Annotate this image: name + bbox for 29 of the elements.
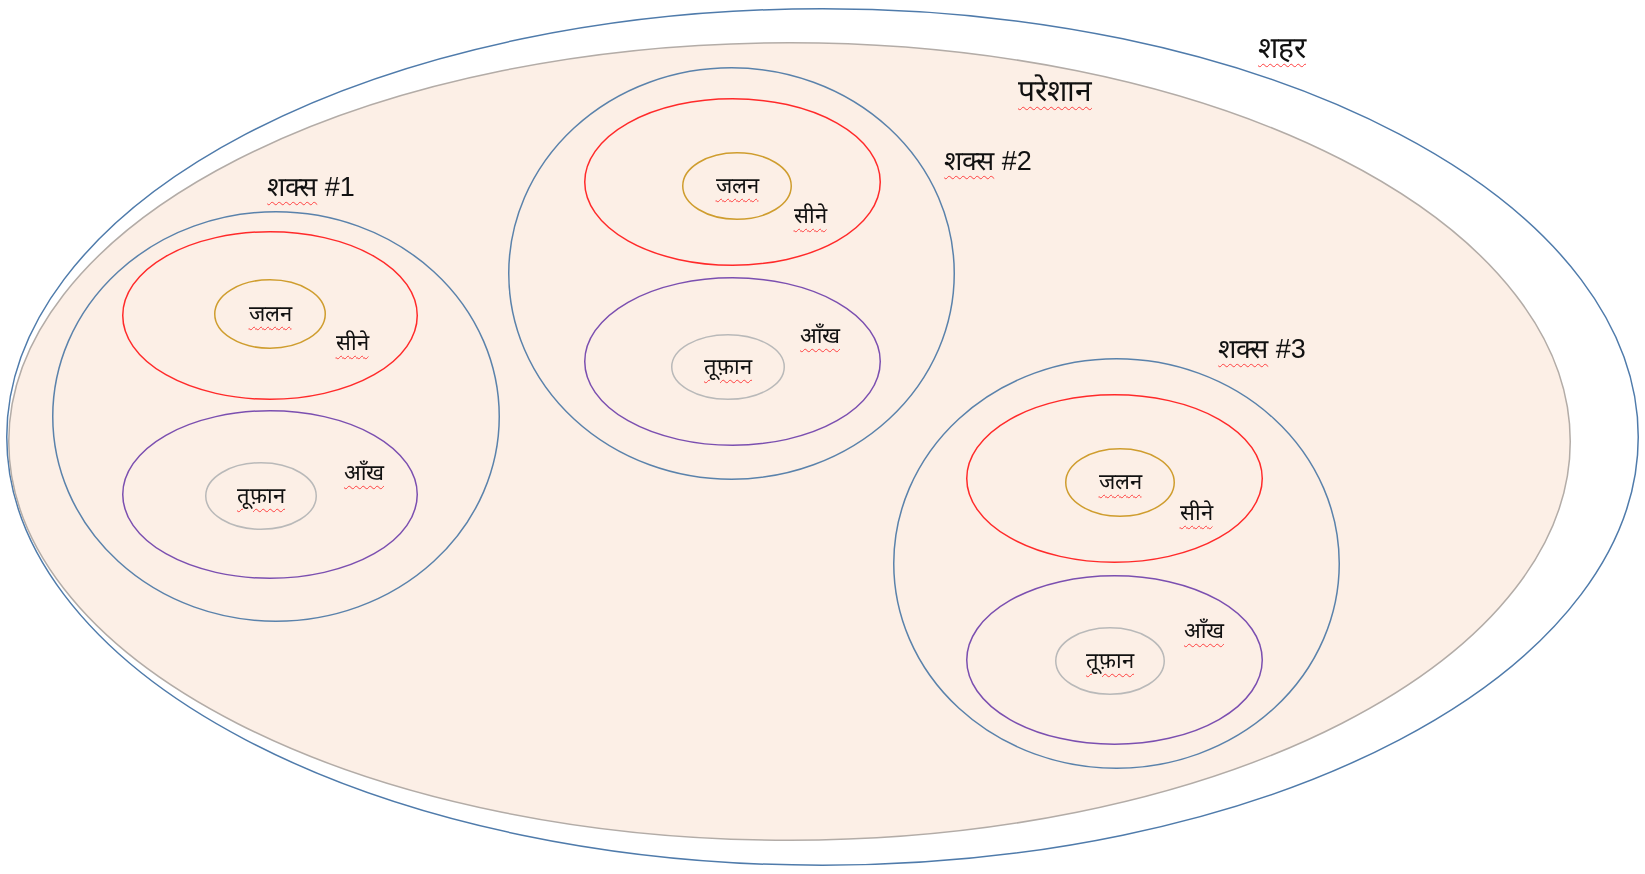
inner-ellipse: [671, 334, 785, 400]
region-label: परेशान: [1018, 72, 1092, 109]
eye-ellipse: [584, 277, 881, 446]
chest-ellipse: [966, 394, 1263, 563]
ellipse-label: जलन: [715, 171, 759, 200]
inner-ellipse: [1055, 627, 1165, 695]
inner-ellipse: [214, 279, 326, 349]
ellipse-label: तूफ़ान: [1086, 646, 1134, 676]
ellipse-label: आँख: [800, 321, 840, 350]
ellipse-label: सीने: [793, 201, 827, 230]
eye-ellipse: [122, 410, 418, 579]
person-heading: शक्स #1: [267, 171, 355, 205]
inner-ellipse: [1065, 448, 1175, 517]
chest-ellipse: [584, 98, 881, 266]
eye-ellipse: [966, 575, 1263, 745]
person-heading: शक्स #2: [944, 145, 1032, 179]
ellipse-label: आँख: [344, 458, 384, 487]
ellipse-label: तूफ़ान: [237, 481, 285, 511]
ellipse-label: जलन: [248, 299, 292, 328]
ellipse-label: सीने: [1179, 498, 1213, 527]
ellipse-label: तूफ़ान: [704, 352, 752, 382]
inner-ellipse: [682, 152, 792, 220]
ellipse-label: जलन: [1098, 467, 1142, 496]
ellipse-label: आँख: [1184, 616, 1224, 645]
inner-ellipse: [205, 462, 317, 530]
region-label: शहर: [1258, 29, 1306, 66]
ellipse-label: सीने: [335, 328, 369, 357]
person-heading: शक्स #3: [1218, 333, 1306, 367]
chest-ellipse: [122, 231, 418, 400]
